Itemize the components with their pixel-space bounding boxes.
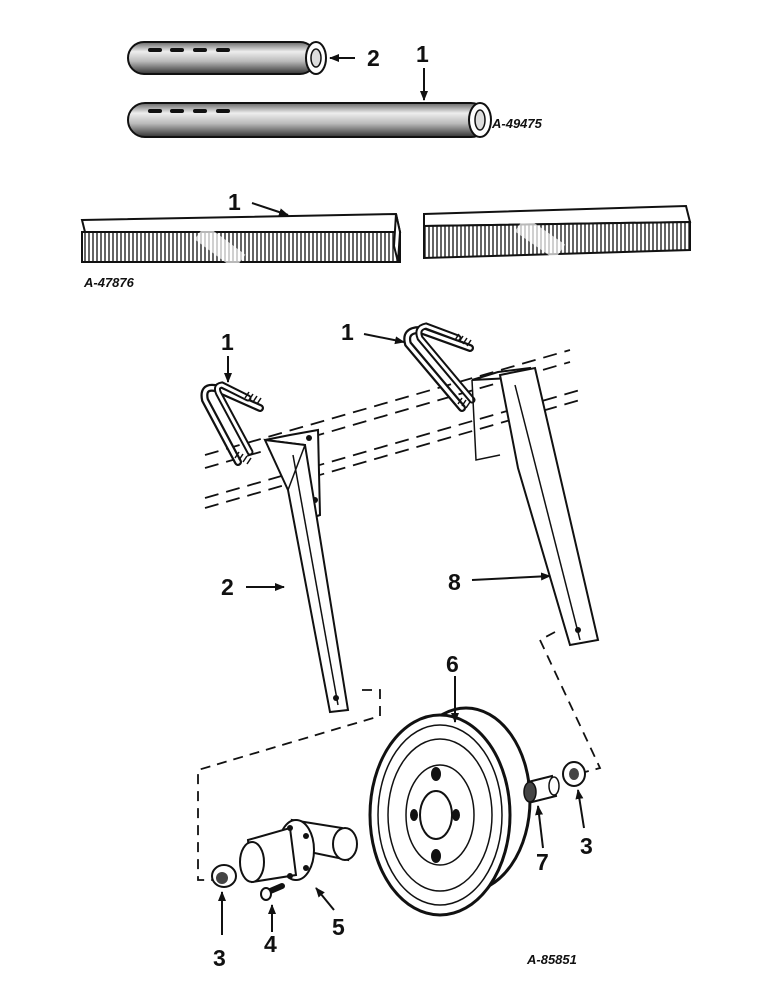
callout-tube-long: 1 xyxy=(416,41,429,67)
bearing xyxy=(523,774,560,804)
leader-hub xyxy=(315,887,335,911)
callout-u-bolt-left: 1 xyxy=(221,329,234,355)
callout-wheel: 6 xyxy=(446,651,459,677)
callout-bolt: 4 xyxy=(264,931,277,957)
nut-right xyxy=(562,761,586,787)
figure-ref-tubes: A-49475 xyxy=(491,116,543,131)
bolt xyxy=(260,883,285,901)
hub xyxy=(239,818,358,884)
nut-left xyxy=(211,864,237,888)
callout-bearing: 7 xyxy=(536,849,549,875)
tube-long xyxy=(127,102,492,138)
leader-nut-right xyxy=(575,789,585,829)
callout-arm-left: 2 xyxy=(221,574,234,600)
arm-right xyxy=(471,366,600,647)
assembly-lines xyxy=(197,631,602,881)
leader-square-bar xyxy=(251,202,289,216)
square-bar xyxy=(80,204,692,270)
callout-u-bolt-right: 1 xyxy=(341,319,354,345)
u-bolt-right xyxy=(403,322,476,412)
wheel xyxy=(368,706,532,917)
callout-square-bar: 1 xyxy=(228,189,241,215)
leader-arm-right xyxy=(471,572,551,581)
arm-left xyxy=(263,428,350,714)
u-bolt-left xyxy=(200,381,264,466)
callout-nut-right: 3 xyxy=(580,833,593,859)
figure-ref-assembly: A-85851 xyxy=(526,952,577,967)
callout-tube-short: 2 xyxy=(367,45,380,71)
leader-bearing xyxy=(535,805,544,849)
callout-arm-right: 8 xyxy=(448,569,461,595)
figure-ref-bar: A-47876 xyxy=(83,275,135,290)
callout-nut-left: 3 xyxy=(213,945,226,971)
tube-short xyxy=(127,41,327,75)
leader-u-bolt-right xyxy=(363,333,405,345)
callout-hub: 5 xyxy=(332,914,345,940)
